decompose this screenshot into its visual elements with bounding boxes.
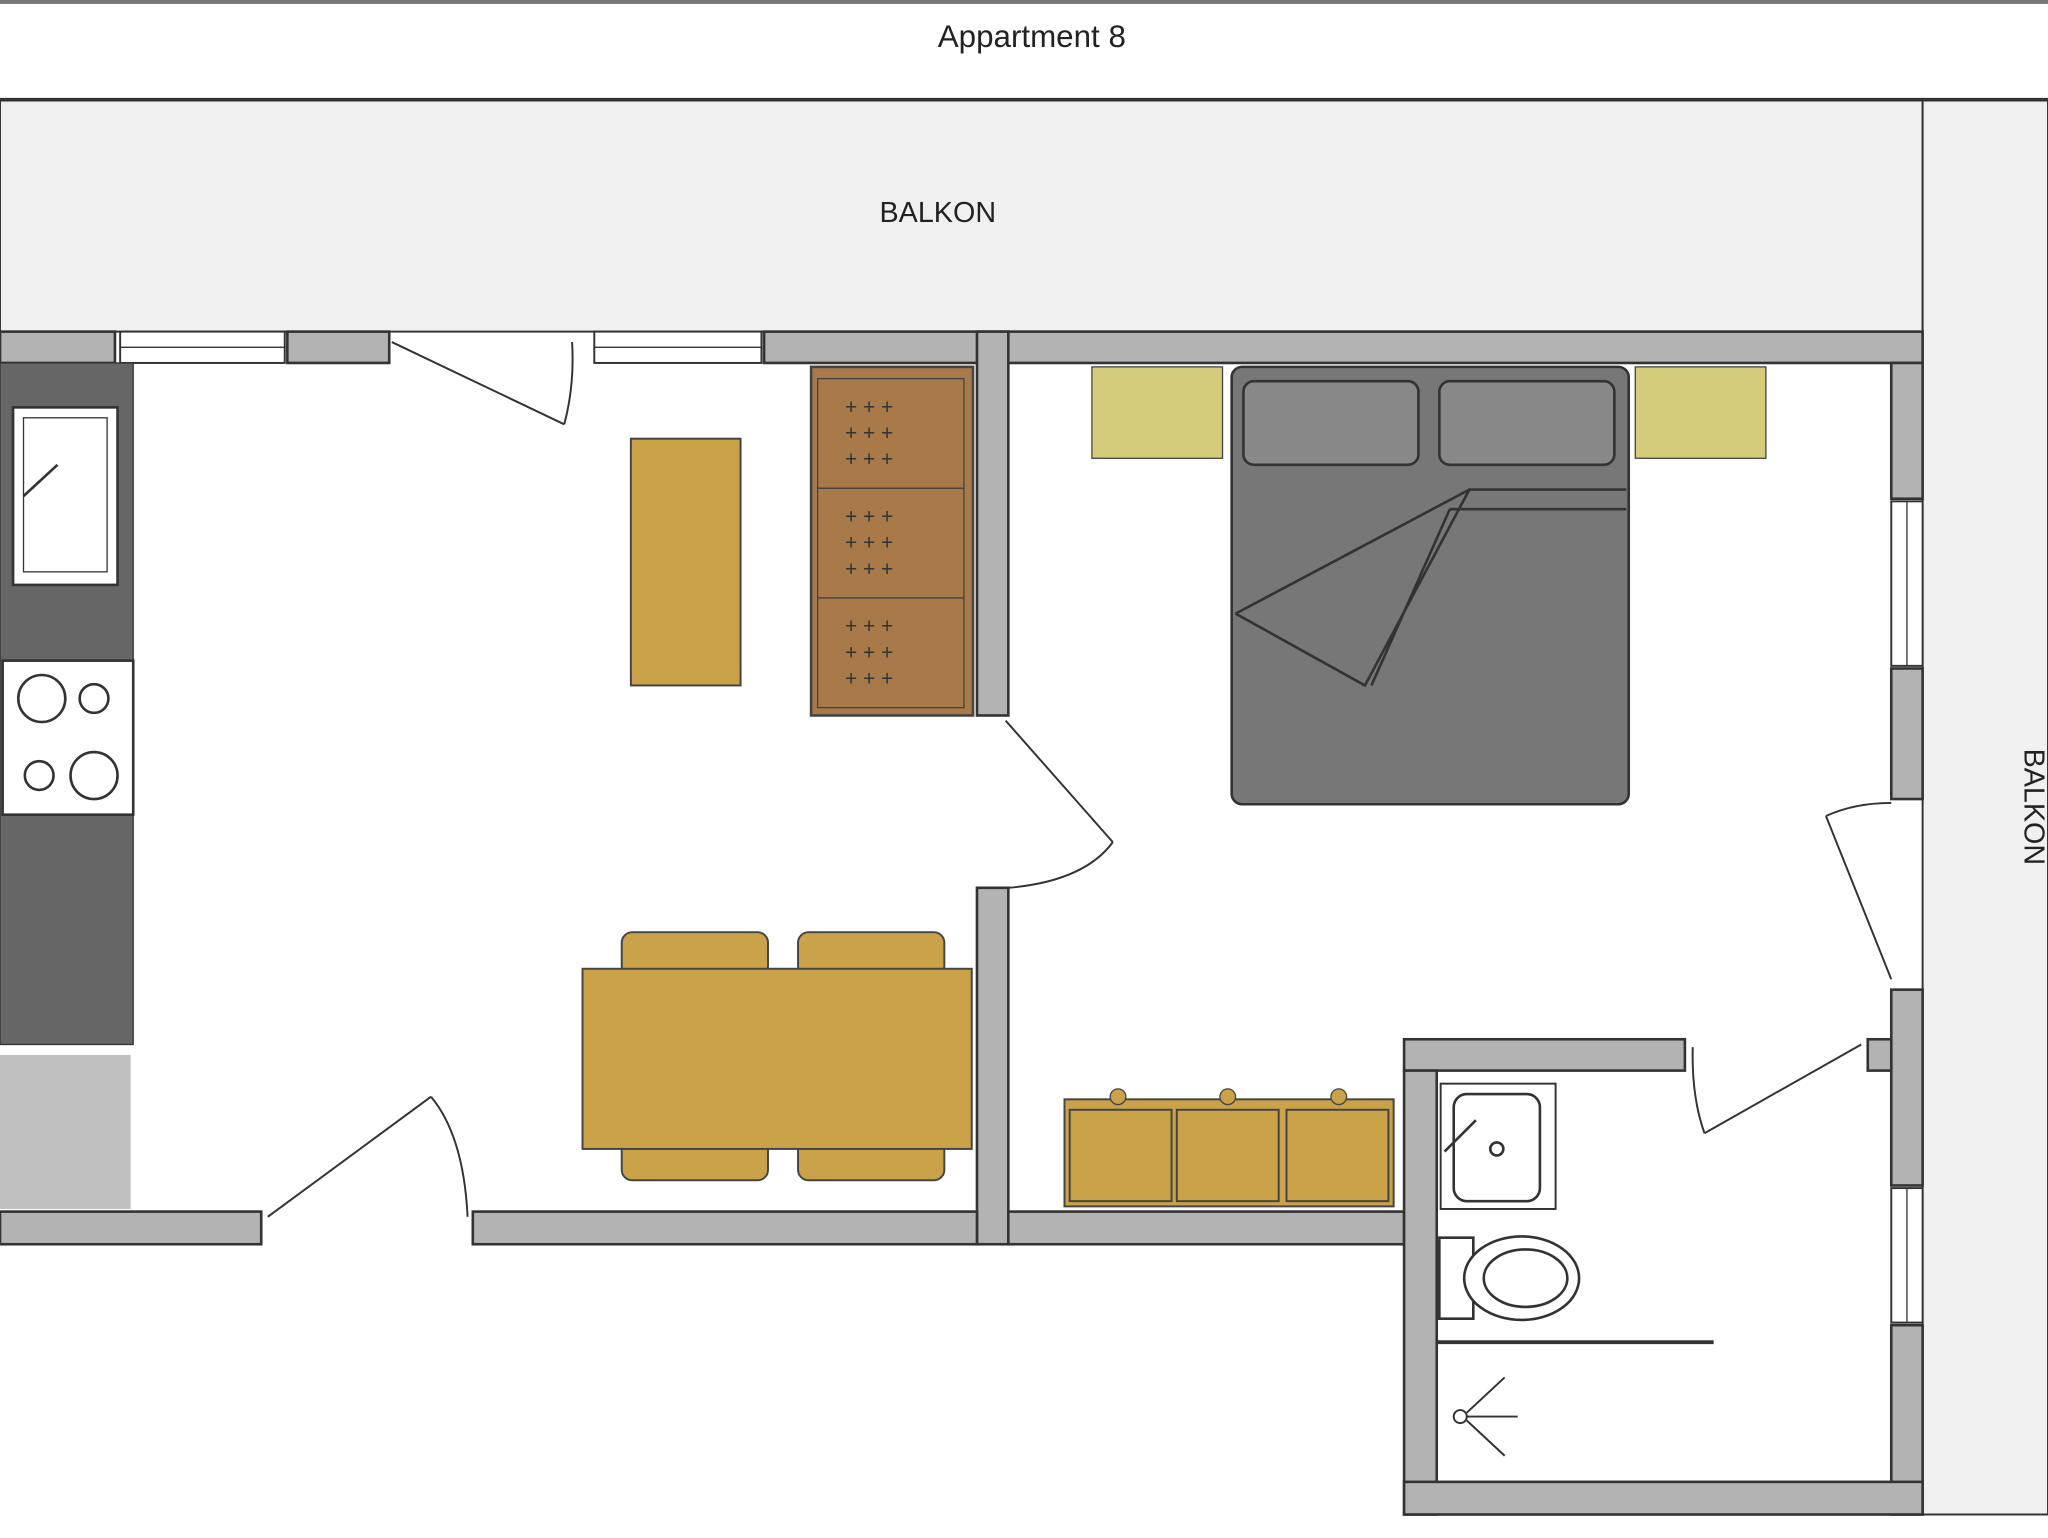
svg-text:+ + +: + + + xyxy=(845,506,893,529)
balcony-right xyxy=(1921,99,2048,1516)
shower-head-icon xyxy=(1452,1376,1518,1457)
balcony-right-label: BALKON xyxy=(2017,749,2048,866)
balcony-top xyxy=(0,99,1924,333)
kitchen-cabinet xyxy=(0,1054,131,1209)
bathroom-sink xyxy=(1439,1082,1557,1210)
sofa: + + + + + + + + + + + + + + + + + + + + + + +… xyxy=(809,365,975,717)
svg-text:+ + +: + + + xyxy=(845,615,893,638)
plan-title: Appartment 8 xyxy=(938,19,1126,54)
stove xyxy=(1,659,135,817)
toilet xyxy=(1438,1235,1581,1322)
coffee-table xyxy=(629,437,742,687)
svg-text:+ + +: + + + xyxy=(845,396,893,419)
svg-text:+ + +: + + + xyxy=(845,422,893,445)
balcony-top-label: BALKON xyxy=(880,197,997,229)
svg-text:+ + +: + + + xyxy=(845,667,893,690)
kitchen-sink xyxy=(11,406,119,587)
svg-text:+ + +: + + + xyxy=(845,641,893,664)
nightstand-right xyxy=(1634,366,1767,459)
svg-text:+ + +: + + + xyxy=(845,448,893,471)
svg-text:+ + +: + + + xyxy=(845,558,893,581)
double-bed xyxy=(1230,365,1631,806)
doors xyxy=(267,341,1893,1218)
windows xyxy=(119,330,1924,1324)
dresser xyxy=(1063,1088,1395,1208)
walls xyxy=(0,330,1924,1516)
dining-set xyxy=(581,931,973,1182)
faucet-icon xyxy=(22,463,59,498)
top-border xyxy=(0,0,2048,4)
nightstand-left xyxy=(1091,366,1224,459)
svg-text:+ + +: + + + xyxy=(845,532,893,555)
